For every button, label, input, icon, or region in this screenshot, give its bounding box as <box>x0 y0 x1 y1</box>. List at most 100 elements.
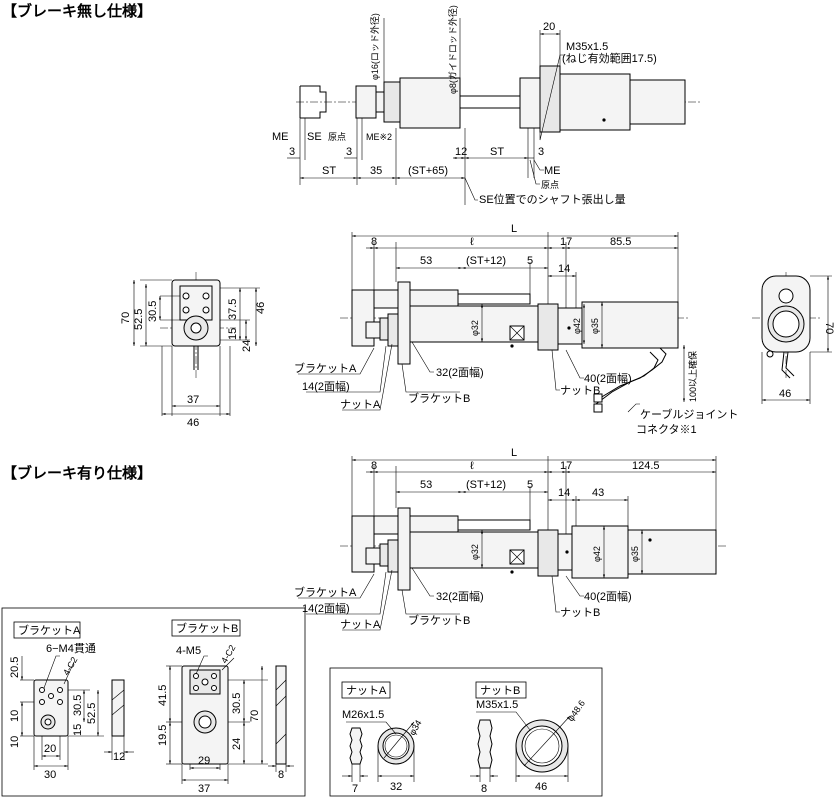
guide-rod-dia-label: φ8(ガイドロッド外径) <box>447 5 458 94</box>
bracket-a-20: 20 <box>44 743 56 755</box>
brake-view <box>298 456 726 631</box>
brake-flats-40-label: 40(2面幅) <box>584 590 632 603</box>
se-shaft-note: SE位置でのシャフト張出し量 <box>479 192 626 206</box>
dim-85-5: 85.5 <box>610 236 631 248</box>
nut-panel-labels: ナットA ナットB M26x1.5 φ34 7 32 M35x1.5 φ48.6… <box>342 684 587 795</box>
bracket-b-70: 70 <box>249 710 261 722</box>
dim-5: 5 <box>527 255 533 267</box>
dim-phi32: φ32 <box>470 320 480 336</box>
nut-b-46: 46 <box>535 781 547 793</box>
bracket-b-title: ブラケットB <box>176 621 238 635</box>
bracket-a-20-5: 20.5 <box>9 657 21 678</box>
bracket-b-24: 24 <box>231 738 243 750</box>
dim-3-left: 3 <box>289 146 295 158</box>
brake-dim-5: 5 <box>527 479 533 491</box>
nut-a-title: ナットA <box>346 684 387 697</box>
rear-dim-70: 70 <box>823 322 835 334</box>
front-dim-37-5: 37.5 <box>227 299 239 320</box>
dim-st-bottom: ST <box>322 165 336 177</box>
nut-a-7: 7 <box>352 783 358 795</box>
dim-8: 8 <box>371 236 377 248</box>
bracket-b-chamfer: 4-C2 <box>219 643 237 665</box>
bracket-b-41-5: 41.5 <box>157 685 169 706</box>
bracket-a-12: 12 <box>113 751 125 763</box>
nut-a-dia: φ34 <box>407 718 424 737</box>
brake-dim-L: L <box>511 447 517 459</box>
dim-17: 17 <box>560 236 572 248</box>
side-view <box>298 232 690 413</box>
se-label: SE <box>307 131 322 143</box>
thread-label: M35x1.5 <box>566 41 608 53</box>
rod-dia-label: φ16(ロッド外径) <box>369 13 380 80</box>
bracket-panel-labels: ブラケットA ブラケットB 6−M4貫通 4-C2 20.5 10 10 30.… <box>9 621 284 795</box>
brake-dim-53: 53 <box>420 479 432 491</box>
rear-dim-46: 46 <box>779 388 791 400</box>
bracket-a-15: 15 <box>72 724 84 736</box>
dim-phi42: φ42 <box>572 318 582 334</box>
front-dim-30-5: 30.5 <box>147 301 159 322</box>
bracket-b-holes: 4-M5 <box>176 645 201 657</box>
bracket-panel <box>1 607 306 797</box>
front-dim-46b: 46 <box>187 417 199 429</box>
brake-dim-43: 43 <box>592 487 604 499</box>
brake-nut-a-label: ナットA <box>340 618 381 631</box>
dim-phi35: φ35 <box>590 318 600 334</box>
brake-dim-14: 14 <box>558 487 570 499</box>
dim-20: 20 <box>543 21 555 33</box>
bracket-a-30: 30 <box>44 769 56 781</box>
origin-label: 原点 <box>328 132 346 142</box>
cable-joint-label: ケーブルジョイント <box>640 407 738 421</box>
origin-label-right: 原点 <box>541 180 559 190</box>
side-view-labels: L 8 ℓ 17 85.5 53 (ST+12) 5 14 φ32 φ42 φ3… <box>294 223 738 436</box>
bracket-a-30-5: 30.5 <box>72 695 84 716</box>
nut-b-label: ナットB <box>560 384 600 397</box>
dim-35: 35 <box>370 165 382 177</box>
bracket-a-label: ブラケットA <box>294 361 357 375</box>
bracket-b-29: 29 <box>198 755 210 767</box>
bracket-b-8: 8 <box>278 769 284 781</box>
brake-dim-17: 17 <box>560 460 572 472</box>
flats-40-label: 40(2面幅) <box>584 372 632 385</box>
brake-flats-32-label: 32(2面幅) <box>436 590 484 603</box>
bracket-a-holes: 6−M4貫通 <box>46 642 96 655</box>
flats-32-label: 32(2面幅) <box>436 366 484 379</box>
heading-with-brake: 【ブレーキ有り仕様】 <box>2 464 152 482</box>
brake-dim-st12: (ST+12) <box>466 479 506 491</box>
nut-b-title: ナットB <box>480 684 520 697</box>
flats-14-label: 14(2面幅) <box>302 380 350 393</box>
me-label: ME <box>272 131 289 143</box>
brake-dim-phi32: φ32 <box>470 544 480 560</box>
brake-dim-ell: ℓ <box>470 460 474 472</box>
front-dim-37: 37 <box>187 394 199 406</box>
nut-a-label: ナットA <box>340 398 381 411</box>
nut-b-thread: M35x1.5 <box>476 699 518 711</box>
top-view <box>287 18 700 205</box>
brake-bracket-b-label: ブラケットB <box>408 613 470 627</box>
dim-st65: (ST+65) <box>408 165 448 177</box>
dim-st-top: ST <box>490 146 504 158</box>
brake-dim-8: 8 <box>371 460 377 472</box>
dim-12: 12 <box>455 146 467 158</box>
dim-st12: (ST+12) <box>466 255 506 267</box>
bracket-b-19-5: 19.5 <box>157 725 169 746</box>
front-view <box>132 272 260 416</box>
front-dim-52-5: 52.5 <box>133 309 145 330</box>
front-dim-46: 46 <box>255 302 267 314</box>
front-view-labels: 70 52.5 30.5 37.5 46 15 24 37 46 <box>120 299 267 429</box>
brake-dim-124-5: 124.5 <box>632 460 660 472</box>
bracket-b-37: 37 <box>198 783 210 795</box>
brake-dim-phi42: φ42 <box>592 546 602 562</box>
bracket-a-title: ブラケットA <box>18 623 81 637</box>
nut-a-32: 32 <box>390 781 402 793</box>
front-dim-24: 24 <box>241 340 253 352</box>
dim-53: 53 <box>420 255 432 267</box>
brake-dim-phi35: φ35 <box>630 546 640 562</box>
brake-flats-14-label: 14(2面幅) <box>302 602 350 615</box>
dim-3-right: 3 <box>538 146 544 158</box>
heading-no-brake: 【ブレーキ無し仕様】 <box>2 2 152 20</box>
me-note-label: ME※2 <box>366 132 392 142</box>
rear-view <box>752 272 832 404</box>
bracket-a-10b: 10 <box>9 736 21 748</box>
connector-label: コネクタ※1 <box>636 423 697 436</box>
